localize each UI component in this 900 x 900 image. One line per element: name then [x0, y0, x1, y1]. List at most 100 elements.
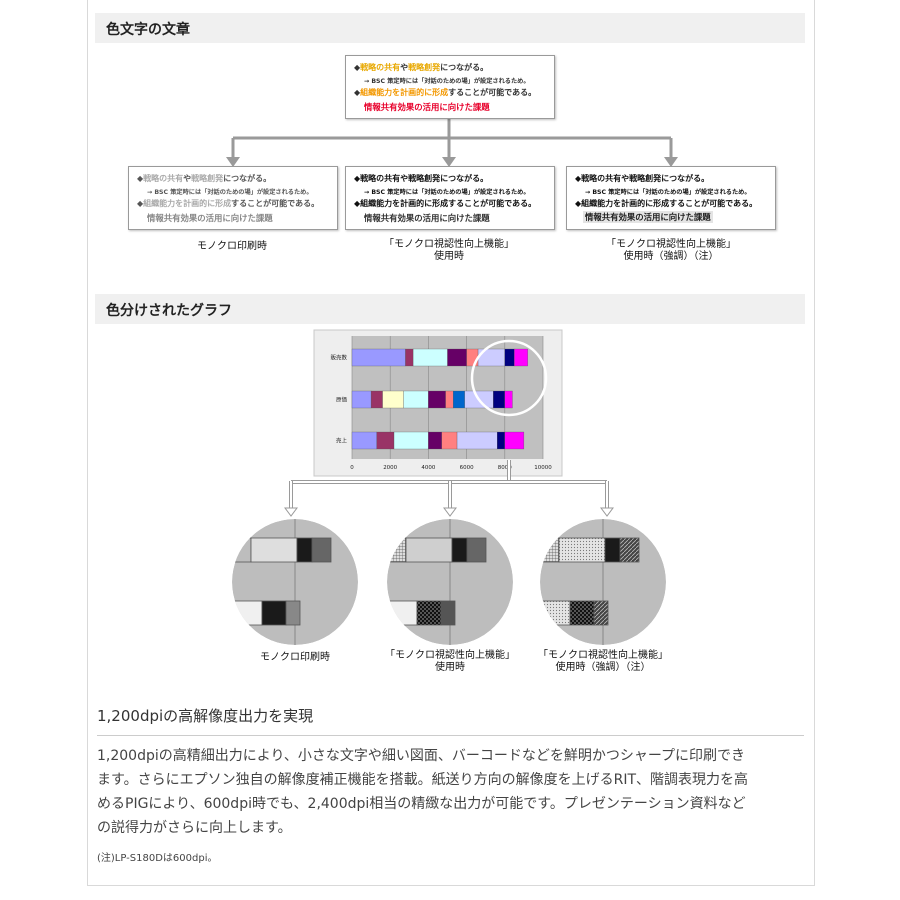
paragraph-line: 1,200dpiの高精細出力により、小さな文字や細い図面、バーコードなどを鮮明か…	[97, 748, 746, 764]
diamond-bullet: ◆	[354, 63, 361, 72]
diamond-bullet: ◆	[575, 199, 582, 208]
zoom-bar-segment	[232, 600, 263, 626]
text-part: することが可能である。	[669, 199, 758, 208]
bar-segment	[504, 390, 513, 409]
divider	[97, 735, 804, 736]
paragraph-line: ます。さらにエプソン独自の解像度補正機能を搭載。紙送り方向の解像度を上げるRIT…	[97, 772, 749, 788]
zoom-bar-segment	[558, 537, 606, 563]
diamond-bullet: ◆	[354, 199, 361, 208]
zoom-circle-visibility	[387, 519, 513, 645]
zoom-arrows	[284, 460, 614, 517]
bar-segment	[504, 348, 515, 367]
bar-segment	[405, 348, 414, 367]
bar-segment	[497, 431, 505, 450]
text-part: 戦略の共有	[360, 63, 401, 72]
text-sample-color: ◆戦略の共有や戦略創発につながる。 → BSC 策定時には「対話のための場」が設…	[345, 55, 555, 119]
text-part: 戦略創発	[408, 63, 441, 72]
zoom-bar-segment	[416, 600, 442, 626]
caption-emphasis: 「モノクロ視認性向上機能」使用時（強調）（注）	[571, 239, 771, 263]
text-sample-mono: ◆戦略の共有や戦略創発につながる。 → BSC 策定時には「対話のための場」が設…	[128, 166, 338, 230]
caption-text: モノクロ印刷時	[260, 652, 330, 663]
bar-segment	[456, 431, 498, 450]
category-label: 原価	[336, 396, 348, 404]
paragraph-line: の説得力がさらに向上します。	[97, 820, 292, 836]
caption-text: 使用時	[434, 251, 464, 262]
caption-text: 「モノクロ視認性向上機能」	[384, 239, 514, 250]
zoom-bar-segment	[405, 537, 453, 563]
caption-text: 「モノクロ視認性向上機能」	[606, 239, 736, 250]
diamond-bullet: ◆	[354, 88, 361, 97]
x-tick-label: 6000	[460, 465, 474, 471]
text-part: 戦略創発	[191, 174, 224, 183]
section-title: 色文字の文章	[106, 22, 190, 38]
text-part: 戦略の共有	[360, 174, 401, 183]
bar-segment	[376, 431, 395, 450]
text-sample-visibility: ◆戦略の共有や戦略創発につながる。 → BSC 策定時には「対話のための場」が設…	[345, 166, 555, 230]
bar-segment	[441, 431, 458, 450]
bar-segment	[493, 390, 505, 409]
x-tick-label: 8000	[498, 465, 512, 471]
zoom-bar-segment	[466, 537, 487, 563]
bar-segment	[351, 348, 406, 367]
zoom-bar-segment	[619, 537, 640, 563]
bar-segment	[453, 390, 465, 409]
text-part: 戦略の共有	[143, 174, 184, 183]
bar-segment	[428, 390, 446, 409]
footnote: (注)LP-S180Dは600dpi。	[97, 853, 218, 864]
diamond-bullet: ◆	[137, 199, 144, 208]
paragraph-line: めるPIGにより、600dpi時でも、2,400dpi相当の精緻な出力が可能です…	[97, 796, 746, 812]
zoom-bar-segment	[250, 537, 298, 563]
feature-paragraph: 1,200dpiの高精細出力により、小さな文字や細い図面、バーコードなどを鮮明か…	[97, 744, 807, 840]
zoom-bar-segment	[285, 600, 301, 626]
caption-text: モノクロ印刷時	[197, 241, 267, 252]
text-line: → BSC 策定時には「対話のための場」が設定されるため。	[585, 189, 751, 196]
bar-segment	[412, 348, 448, 367]
x-tick-label: 0	[350, 465, 354, 471]
section-header-colored-text: 色文字の文章	[95, 13, 805, 43]
bar-segment	[393, 431, 429, 450]
zoom-bar-segment	[604, 537, 621, 563]
text-sample-emphasis: ◆戦略の共有や戦略創発につながる。 → BSC 策定時には「対話のための場」が設…	[566, 166, 776, 230]
section-header-colored-graph: 色分けされたグラフ	[95, 294, 805, 324]
caption-mono-graph: モノクロ印刷時	[195, 652, 395, 664]
text-part: や	[400, 174, 409, 183]
text-part: につながる。	[440, 174, 489, 183]
text-line: 情報共有効果の活用に向けた課題	[364, 102, 490, 112]
text-part: につながる。	[661, 174, 710, 183]
caption-text: 使用時（強調）（注）	[623, 251, 719, 262]
text-part: につながる。	[440, 63, 489, 72]
zoom-circle-mono	[232, 519, 358, 645]
caption-text: 使用時（強調）（注）	[555, 662, 651, 673]
text-part: 組織能力を計画的に形成	[581, 199, 670, 208]
zoom-bar-segment	[451, 537, 468, 563]
section-title: 色分けされたグラフ	[106, 303, 232, 319]
text-line: → BSC 策定時には「対話のための場」が設定されるため。	[147, 189, 313, 196]
arrow-head	[284, 507, 298, 517]
text-part: につながる。	[223, 174, 272, 183]
diamond-bullet: ◆	[354, 174, 361, 183]
text-part: 組織能力を計画的に形成	[143, 199, 232, 208]
text-part: 戦略の共有	[581, 174, 622, 183]
diamond-bullet: ◆	[575, 174, 582, 183]
feature-heading: 1,200dpiの高解像度出力を実現	[97, 707, 314, 725]
bar-segment	[504, 431, 525, 450]
zoom-bar-segment	[440, 600, 456, 626]
zoom-bar-segment	[540, 537, 560, 563]
bar-segment	[514, 348, 528, 367]
text-part: や	[400, 63, 409, 72]
text-line: 情報共有効果の活用に向けた課題	[364, 213, 490, 223]
text-line: 情報共有効果の活用に向けた課題	[147, 213, 273, 223]
text-part: や	[621, 174, 630, 183]
caption-text: 「モノクロ視認性向上機能」	[385, 650, 515, 661]
bar-segment	[370, 390, 383, 409]
text-part: することが可能である。	[448, 88, 537, 97]
bar-segment	[447, 348, 467, 367]
x-tick-label: 4000	[421, 465, 435, 471]
zoom-circles	[232, 519, 666, 645]
x-tick-label: 2000	[383, 465, 397, 471]
caption-mono: モノクロ印刷時	[132, 241, 332, 253]
zoom-bar-segment	[593, 600, 609, 626]
text-part: 戦略創発	[629, 174, 662, 183]
